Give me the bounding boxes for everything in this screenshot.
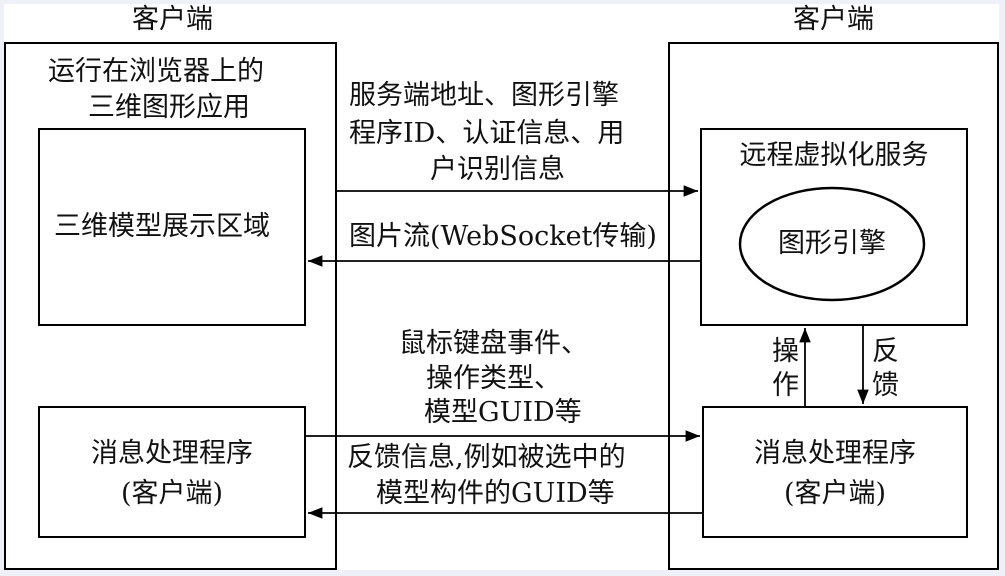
remote-service-label: 远程虚拟化服务	[739, 140, 929, 171]
model-display-area	[38, 128, 306, 326]
feedback-label-2: 馈	[872, 370, 899, 401]
graphics-engine-label: 图形引擎	[778, 228, 886, 259]
graphics-engine-ellipse	[738, 186, 926, 302]
events-text-line2: 操作类型、	[426, 363, 561, 394]
image-stream-text: 图片流(WebSocket传输)	[349, 221, 657, 252]
left-client-header: 客户端	[132, 4, 213, 35]
feedback-label-1: 反	[872, 336, 899, 367]
request-text-line1: 服务端地址、图形引擎	[349, 80, 619, 111]
connector-layer	[306, 185, 926, 519]
feedback-text-line1: 反馈信息,例如被选中的	[347, 442, 626, 473]
feedback-text-line2: 模型构件的GUID等	[376, 478, 615, 509]
diagram-canvas: 客户端 客户端 运行在浏览器上的 三维图形应用 三维模型展示区域 消息处理程序 …	[4, 4, 999, 570]
events-text-line3: 模型GUID等	[424, 397, 582, 428]
right-client-header: 客户端	[793, 4, 874, 35]
left-app-title-line1: 运行在浏览器上的	[48, 56, 264, 87]
events-text-line1: 鼠标键盘事件、	[399, 328, 588, 359]
request-text-line3: 户识别信息	[430, 154, 565, 185]
operate-label-1: 操	[772, 336, 799, 367]
left-message-handler-box	[38, 406, 306, 538]
left-message-handler-line2: (客户端)	[120, 478, 224, 509]
request-text-line2: 程序ID、认证信息、用	[349, 118, 625, 149]
operate-label-2: 作	[772, 370, 799, 401]
model-display-label: 三维模型展示区域	[54, 211, 270, 242]
left-app-title-line2: 三维图形应用	[88, 92, 250, 123]
left-message-handler-line1: 消息处理程序	[91, 438, 253, 469]
right-message-handler-box	[702, 406, 968, 538]
right-message-handler-line2: (客户端)	[783, 478, 887, 509]
right-message-handler-line1: 消息处理程序	[754, 438, 916, 469]
